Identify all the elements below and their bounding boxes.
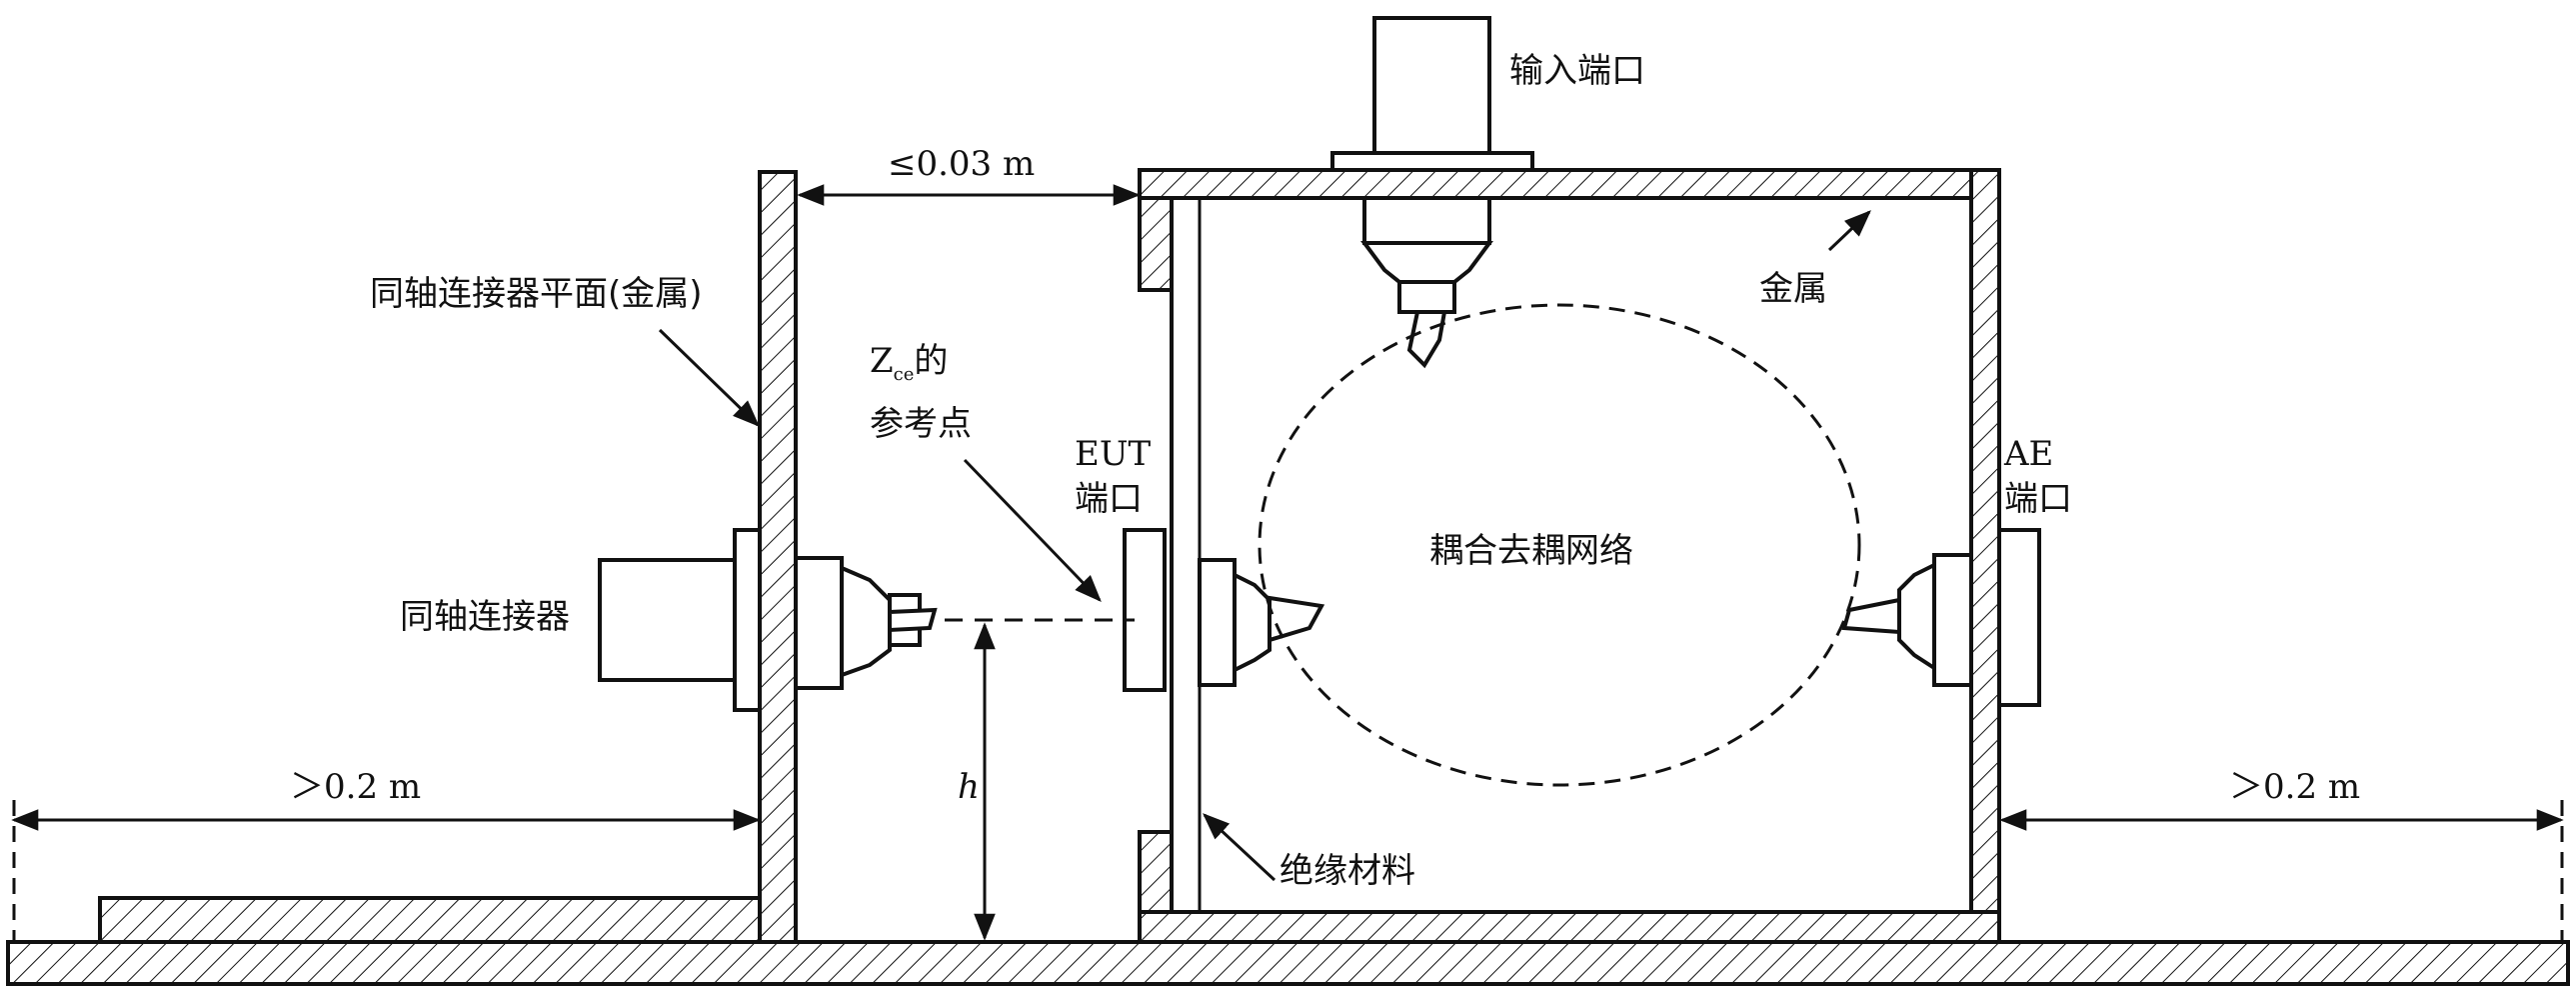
ref-point-leader — [963, 458, 1102, 602]
gap-label: ≤0.03 m — [888, 144, 1035, 184]
cdn-right-wall — [1969, 168, 2001, 944]
coax-connector — [598, 528, 938, 712]
height-label: h — [958, 767, 980, 807]
input-port-label: 输入端口 — [1509, 51, 1645, 91]
coax-connector-label: 同轴连接器 — [400, 597, 570, 637]
ae-port-connector — [1841, 528, 2041, 707]
eut-port-label-line1: EUT — [1075, 434, 1151, 474]
cdn-inner-box — [1170, 196, 1973, 914]
eut-port-label-line2: 端口 — [1075, 479, 1143, 519]
coax-plane-label: 同轴连接器平面(金属) — [370, 274, 703, 314]
cdn-label: 耦合去耦网络 — [1429, 531, 1633, 571]
coax-plane-leader — [658, 328, 760, 427]
eut-port-connector — [1123, 528, 1325, 692]
metal-label: 金属 — [1759, 269, 1827, 309]
right-distance-label: ＞0.2 m — [2229, 767, 2360, 807]
left-distance-label: ＞0.2 m — [290, 767, 421, 807]
ae-port-label-line2: 端口 — [2004, 479, 2072, 519]
zce-label: Zce的 — [870, 341, 948, 385]
cdn-network-ellipse — [1258, 303, 1861, 787]
insulation-label: 绝缘材料 — [1280, 851, 1415, 891]
input-port-connector — [1330, 16, 1534, 369]
left-base-plate — [98, 896, 762, 944]
metal-leader — [1827, 210, 1871, 252]
cdn-top-wall — [1138, 168, 2001, 200]
ae-port-label-line1: AE — [2003, 434, 2053, 474]
ground-plane — [6, 940, 2570, 986]
insulation-leader — [1203, 813, 1277, 882]
coax-connector-plane-wall — [758, 170, 798, 944]
cdn-bottom-wall — [1138, 910, 2001, 944]
ref-point-label: 参考点 — [870, 404, 972, 444]
